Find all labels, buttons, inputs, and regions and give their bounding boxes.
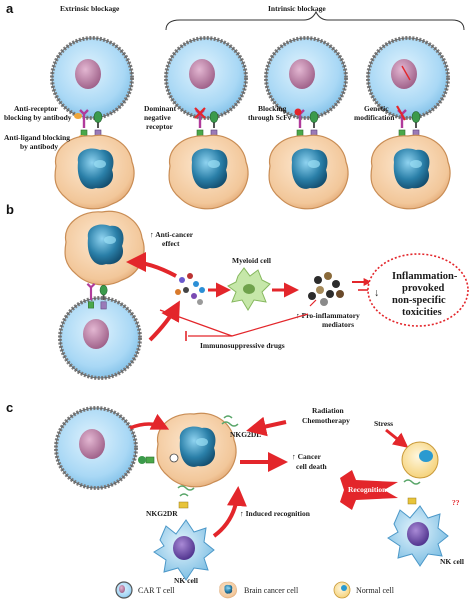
recognition-burst [340,470,398,510]
legend-car-t-icon [115,581,133,599]
nkg2dl-ligand-top [221,415,239,427]
stress-arrow [385,428,409,448]
blocking-label-1: Blocking [258,104,287,113]
legend-car-t-label: CAR T cell [138,586,175,595]
anti-ligand-label-2: by antibody [20,142,58,151]
blocking-label-2: through ScFv [248,113,292,122]
antibody-icon [74,113,82,119]
radiation-arrow [246,416,287,437]
toxic-label-1: Inflammation- [392,271,458,282]
mediator-cluster [308,272,344,306]
legend-cancer-icon [219,581,237,599]
anti-ligand-label-1: Anti-ligand blocking [4,133,70,142]
panel-a-label: a [6,1,14,16]
anticancer-label-1: ↑ Anti-cancer [150,230,194,239]
genetic-label-1: Genetic [364,104,389,113]
car-t-cell-a1 [50,36,134,120]
car-t-cell-c [54,406,138,490]
chemo-label: Chemotherapy [302,416,350,425]
car-t-cell-b [58,296,142,380]
edit-mark-icon [401,65,411,81]
nkg2dl-label: NKG2DL [230,430,261,439]
anticancer-arrow [126,252,177,278]
nk-cell-left [153,519,215,581]
legend-normal-label: Normal cell [356,586,395,595]
dominant-label-2: negative [144,113,171,122]
intrinsic-bracket [165,10,465,31]
induced-label: ↑ Induced recognition [240,509,311,518]
induced-arrow [212,486,247,538]
car-t-cell-a2 [164,36,248,120]
cytokine-cluster [175,273,205,305]
intrinsic-title: Intrinsic blockage [268,4,326,13]
proinflam-label-1: ↑ Pro-inflammatory [296,311,360,320]
legend-cancer-label: Brain cancer cell [244,586,299,595]
toxic-label-2: provoked [402,283,445,294]
inhibition-line-1 [188,313,309,337]
cancer-cell-a3 [268,134,349,210]
toxic-down-arrow: ↓ [374,288,379,299]
nkg2dr-receptor [177,485,195,497]
question-marks: ?? [452,498,460,507]
dominant-label-1: Dominant [144,104,177,113]
genetic-label-2: modification [354,113,395,122]
cancer-cell-c [156,412,237,488]
adaptor-icon [178,501,189,509]
toxic-label-4: toxicities [402,307,442,318]
anticancer-label-2: effect [162,239,180,248]
block-x-icon [194,107,206,119]
dominant-label-3: receptor [146,122,174,131]
attack-arrow [129,413,170,430]
immuno-label: Immunosuppressive drugs [200,341,285,350]
legend-normal-icon [333,581,351,599]
extrinsic-title: Extrinsic blockage [60,4,120,13]
cancer-cell-a4 [370,134,451,210]
stress-label: Stress [374,419,393,428]
receptor-c [138,456,155,464]
cancer-cell-a2 [168,134,249,210]
radiation-label: Radiation [312,406,345,415]
proinflam-label-2: mediators [322,320,354,329]
cancer-cell-a1 [54,134,135,210]
nk-cell-right-label: NK cell [440,557,464,566]
myeloid-label: Myeloid cell [232,256,271,265]
release-arrow [148,300,180,342]
cancer-death-label-2: cell death [296,462,327,471]
myeloid-cell [227,267,271,311]
scfv-icon [294,108,302,116]
nkg2dr-label: NKG2DR [146,509,178,518]
cancer-death-label-1: ↑ Cancer [292,452,322,461]
recognition-label: Recognition [348,485,387,494]
nk-cell-left-label: NK cell [174,576,198,585]
ligand-icon [169,453,179,463]
panel-c-label: c [6,400,13,415]
inhibition-line-2 [159,309,233,337]
ligand-on-normal [403,479,421,485]
normal-cell [401,441,439,479]
strike-icon [396,105,406,121]
inhibition-bar [309,299,317,307]
legend: CAR T cell Brain cancer cell Normal cell [115,581,395,599]
anti-receptor-label-2: blocking by antibody [4,113,72,122]
cancer-cell-b [64,210,145,286]
toxic-label-3: non-specific [392,295,446,306]
panel-b-label: b [6,202,14,217]
anti-receptor-label-1: Anti-receptor [14,104,58,113]
nk-cell-right [387,505,449,567]
adaptor-icon-right [407,497,417,505]
toxicity-bubble [367,253,469,327]
